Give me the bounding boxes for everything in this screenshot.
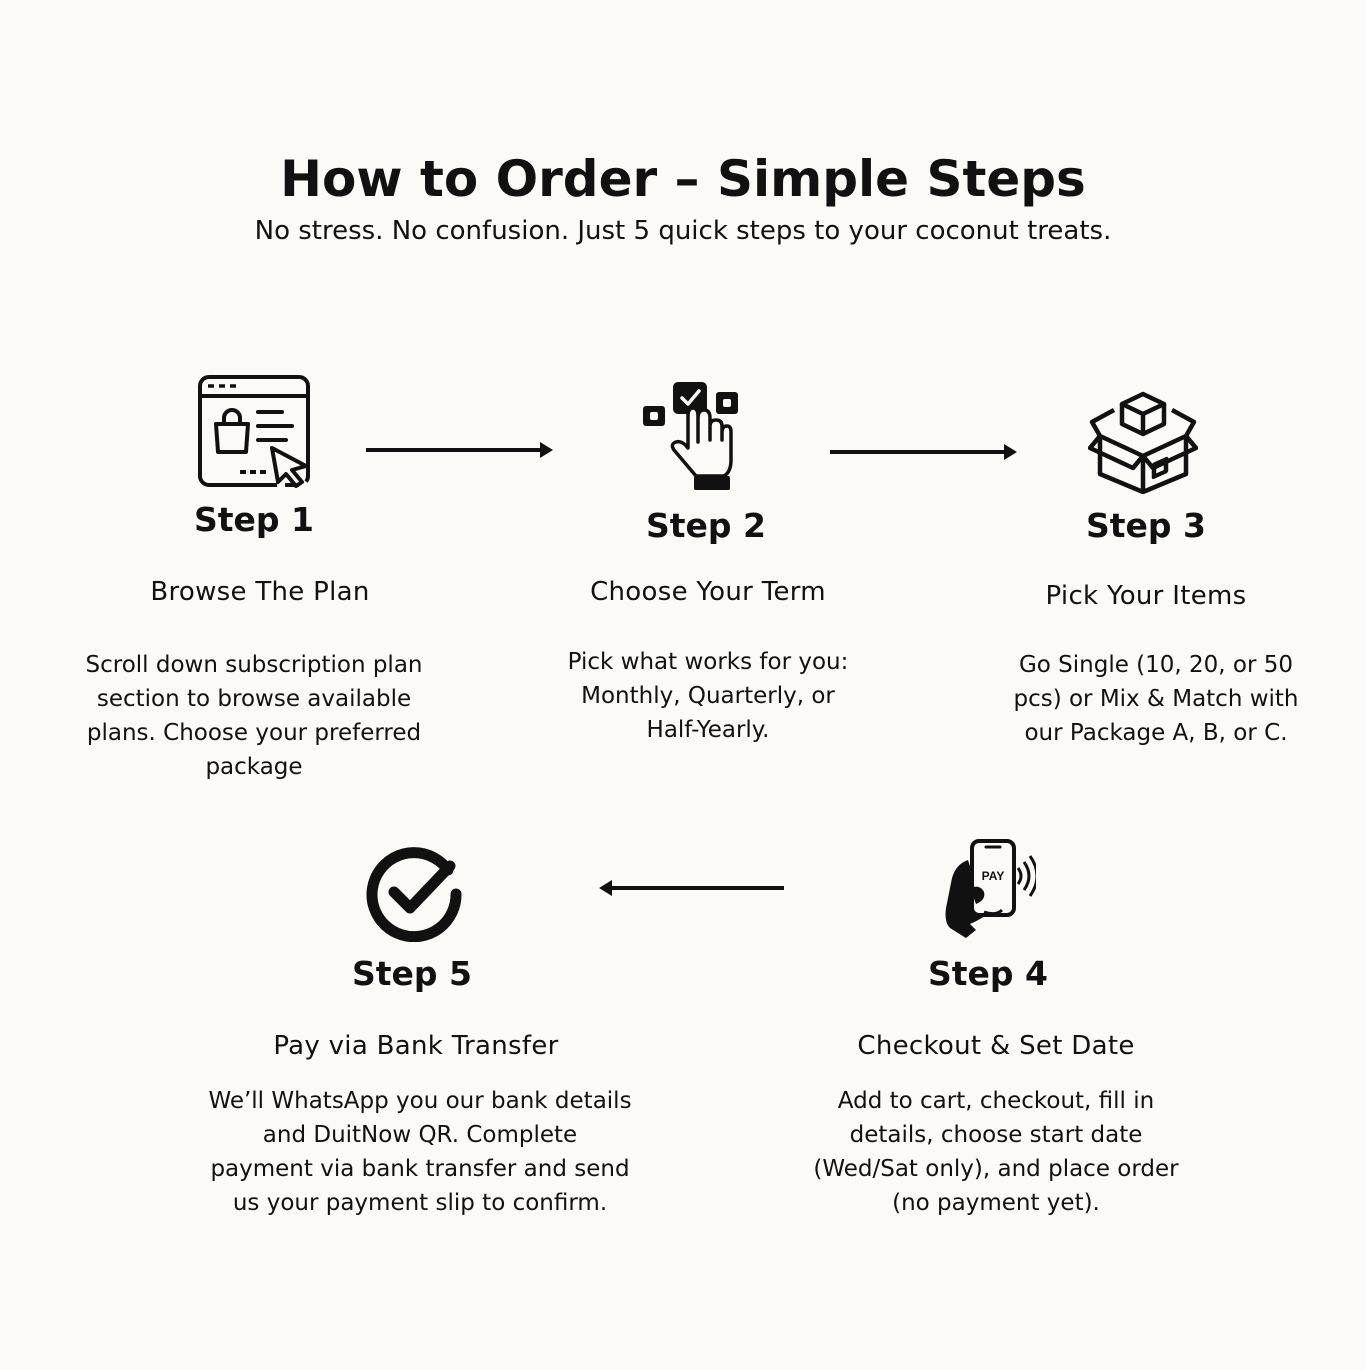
arrow-left-icon	[596, 878, 786, 898]
step-1-description: Scroll down subscription plan section to…	[85, 652, 423, 780]
step-3-heading: Pick Your Items	[1045, 581, 1247, 611]
phone-pay-icon: PAY	[940, 838, 1036, 942]
check-circle-icon	[366, 846, 462, 942]
step-1-label: Step 1	[194, 500, 314, 539]
step-2-label: Step 2	[646, 506, 766, 545]
step-5-label: Step 5	[352, 954, 472, 993]
page-subtitle: No stress. No confusion. Just 5 quick st…	[254, 216, 1112, 246]
step-1-heading: Browse The Plan	[150, 577, 370, 607]
arrow-right-icon	[830, 442, 1020, 462]
step-4-label: Step 4	[928, 954, 1048, 993]
hand-tap-checkbox-icon	[640, 380, 742, 494]
step-3-label: Step 3	[1086, 506, 1206, 545]
arrow-right-icon	[366, 440, 556, 460]
step-2-description: Pick what works for you: Monthly, Quarte…	[567, 649, 849, 743]
step-3-description: Go Single (10, 20, or 50 pcs) or Mix & M…	[1013, 652, 1299, 746]
step-2-heading: Choose Your Term	[590, 577, 826, 607]
page-title: How to Order – Simple Steps	[280, 150, 1086, 208]
step-4-heading: Checkout & Set Date	[857, 1031, 1135, 1061]
online-shopping-browser-icon	[196, 374, 312, 488]
step-5-description: We’ll WhatsApp you our bank details and …	[208, 1088, 632, 1216]
step-4-description: Add to cart, checkout, fill in details, …	[813, 1088, 1179, 1216]
step-5-heading: Pay via Bank Transfer	[273, 1031, 559, 1061]
open-box-icon	[1088, 384, 1198, 494]
phone-pay-text: PAY	[982, 869, 1005, 883]
